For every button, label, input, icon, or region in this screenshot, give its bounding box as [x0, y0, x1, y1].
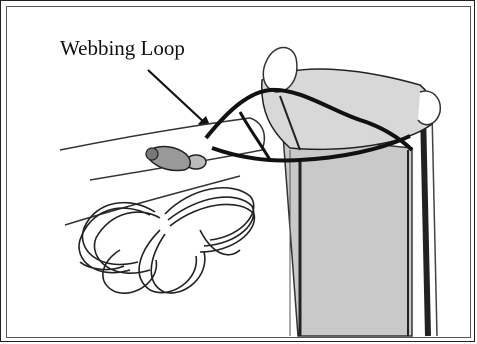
arm-outline	[60, 118, 264, 225]
blanket-top	[262, 48, 441, 150]
blanket-panel	[283, 135, 412, 336]
hanging-strap	[423, 112, 437, 336]
callout-arrow	[148, 70, 212, 130]
coiled-rope	[79, 188, 254, 293]
callout-label: Webbing Loop	[60, 36, 185, 61]
